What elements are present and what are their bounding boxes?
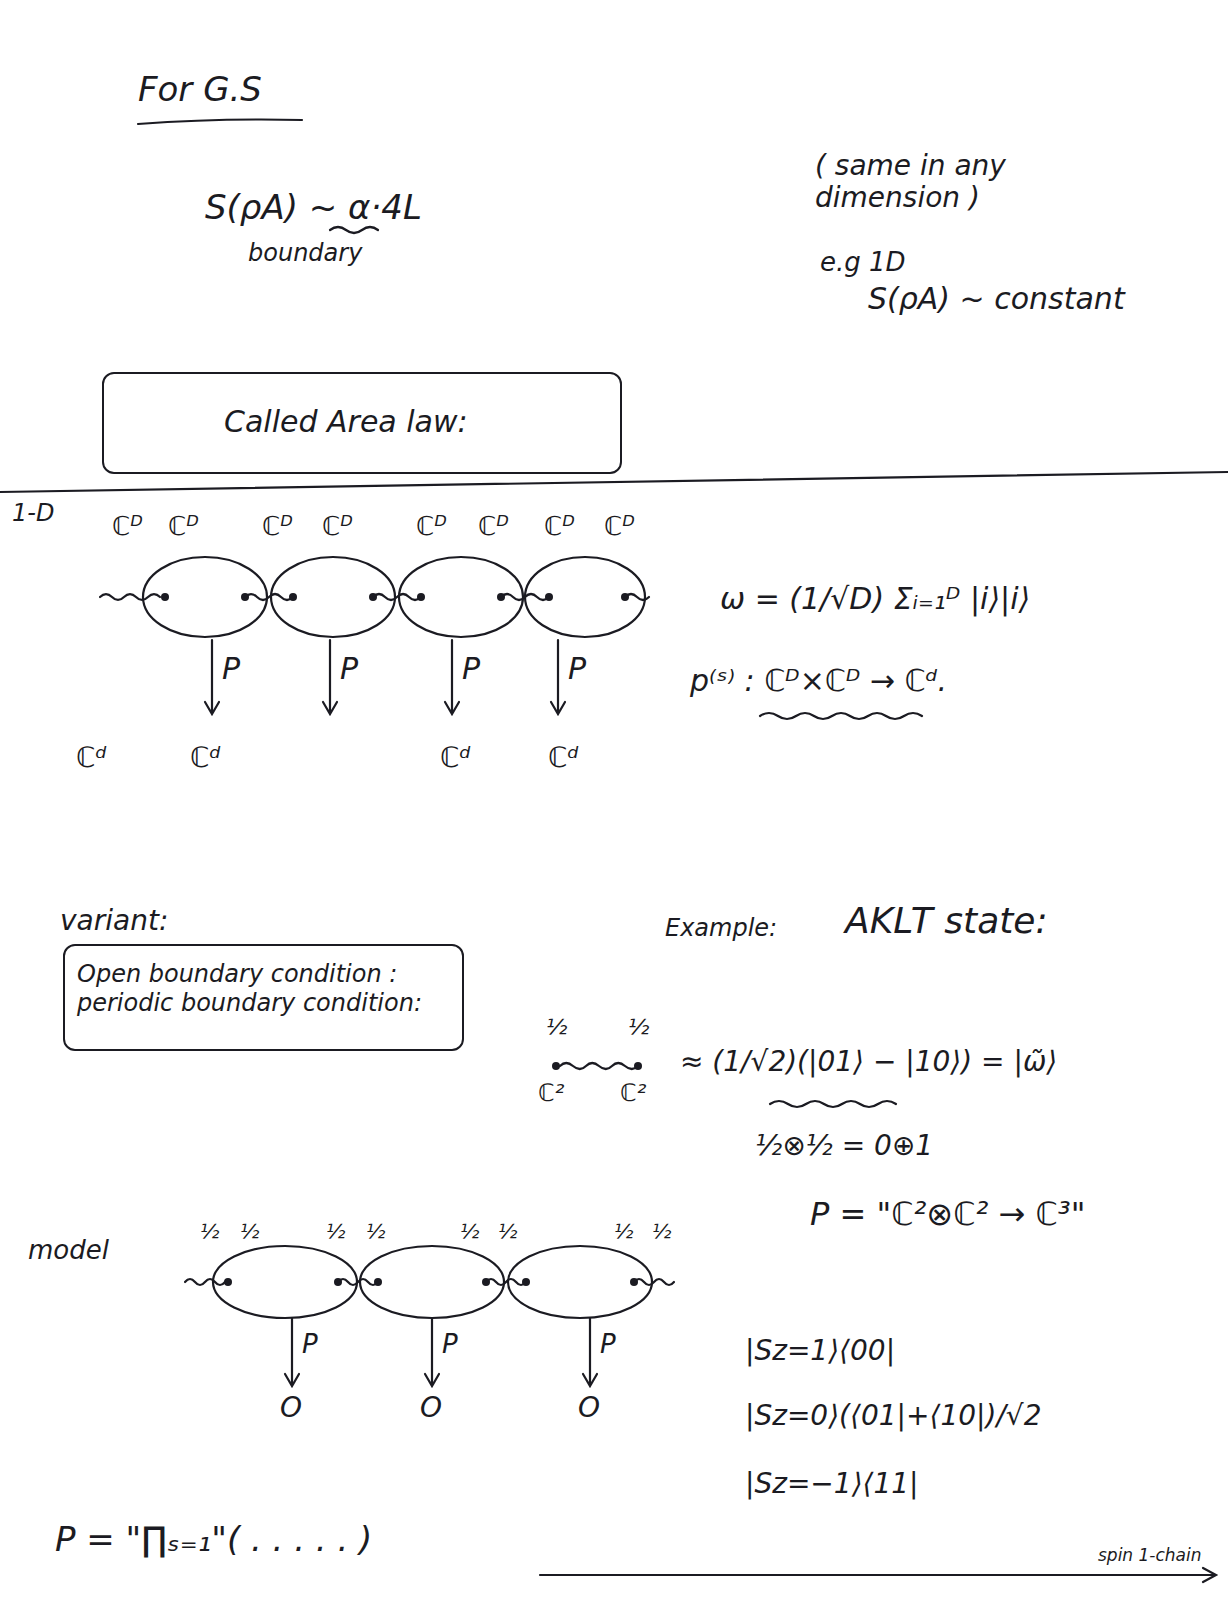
note-text: O <box>420 1392 442 1424</box>
note-text: model <box>28 1236 109 1266</box>
note-text: ℂ² <box>620 1080 646 1108</box>
note-text: AKLT state: <box>845 900 1048 941</box>
note-text: ω = (1/√D) Σᵢ₌₁ᴰ |i⟩|i⟩ <box>720 582 1030 617</box>
note-text: ≈ (1/√2)(|01⟩ − |10⟩) = |ω̃⟩ <box>680 1046 1057 1078</box>
note-text: variant: <box>60 905 168 937</box>
note-text: P <box>462 652 480 687</box>
singlet-pair <box>552 1062 642 1070</box>
note-text: ℂᵈ <box>76 742 107 774</box>
note-text: S(ρA) ~ constant <box>868 282 1125 317</box>
note-text: p⁽ˢ⁾ : ℂᴰ×ℂᴰ → ℂᵈ. <box>690 664 947 699</box>
note-text: ℂᴰ <box>544 512 575 542</box>
box-text: Open boundary condition : <box>77 960 450 989</box>
note-text: ℂᴰ <box>322 512 353 542</box>
note-text: ½ <box>546 1014 567 1039</box>
wavy-underline <box>760 713 922 719</box>
note-text: |Sz=0⟩(⟨01|+⟨10|)/√2 <box>745 1400 1041 1432</box>
wavy-underline <box>330 227 378 233</box>
note-text: e.g 1D <box>820 248 906 278</box>
note-text: ℂᴰ <box>478 512 509 542</box>
note-text: ℂᴰ <box>168 512 199 542</box>
note-box: Called Area law: <box>102 372 622 474</box>
mps-chain <box>100 557 649 714</box>
note-text: P <box>222 652 240 687</box>
note-text: ℂᴰ <box>112 512 143 542</box>
note-text: ℂ² <box>538 1080 564 1108</box>
note-text: ( same in any dimension ) <box>815 150 1065 214</box>
note-text: P <box>568 652 586 687</box>
note-text: ½ <box>614 1220 633 1243</box>
long-arrow <box>540 1568 1216 1582</box>
note-text: boundary <box>248 240 362 268</box>
divider-line <box>0 472 1228 492</box>
box-text: Called Area law: <box>224 404 500 440</box>
note-text: P = "ℂ²⊗ℂ² → ℂ³" <box>810 1196 1085 1233</box>
note-text: P <box>302 1330 318 1360</box>
note-text: |Sz=1⟩⟨00| <box>745 1335 895 1367</box>
note-text: P <box>600 1330 616 1360</box>
note-text: Example: <box>665 915 777 943</box>
note-text: O <box>280 1392 302 1424</box>
note-box: Open boundary condition :periodic bounda… <box>63 944 464 1051</box>
note-text: ℂᴰ <box>262 512 293 542</box>
note-text: ℂᵈ <box>190 742 221 774</box>
aklt-chain <box>185 1246 674 1386</box>
note-text: P <box>442 1330 458 1360</box>
note-text: ℂᵈ <box>548 742 579 774</box>
box-text: periodic boundary condition: <box>77 989 450 1018</box>
note-text: ½ <box>366 1220 385 1243</box>
page-title: For G.S <box>138 70 262 109</box>
note-text: O <box>578 1392 600 1424</box>
note-text: ½⊗½ = 0⊕1 <box>755 1130 933 1162</box>
note-text: P = "∏ₛ₌₁"( . . . . . ) <box>55 1520 372 1559</box>
note-text: |Sz=−1⟩⟨11| <box>745 1468 919 1500</box>
note-text: ½ <box>240 1220 259 1243</box>
note-text: ½ <box>628 1014 649 1039</box>
wavy-underline <box>770 1101 896 1107</box>
note-text: ½ <box>460 1220 479 1243</box>
note-text: ℂᴰ <box>604 512 635 542</box>
note-text: ½ <box>200 1220 219 1243</box>
note-text: ½ <box>326 1220 345 1243</box>
note-text: S(ρA) ~ α·4L <box>205 188 422 227</box>
note-text: ℂᴰ <box>416 512 447 542</box>
note-text: ½ <box>498 1220 517 1243</box>
title-underline <box>138 120 302 125</box>
note-text: 1-D <box>12 500 54 528</box>
note-text: ½ <box>652 1220 671 1243</box>
note-text: spin 1-chain <box>1098 1546 1202 1566</box>
note-text: P <box>340 652 358 687</box>
note-text: ℂᵈ <box>440 742 471 774</box>
